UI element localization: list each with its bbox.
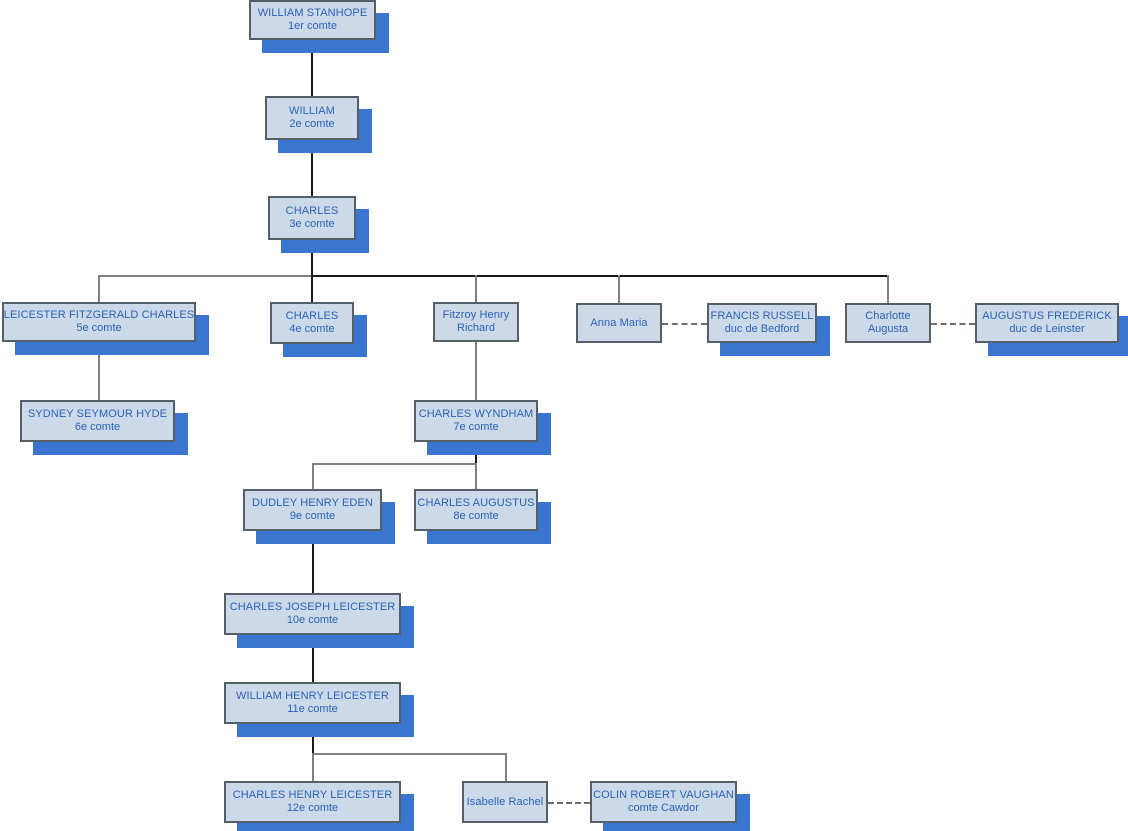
drop-to-5e-comte — [98, 275, 100, 302]
person-node-10e-comte[interactable]: CHARLES JOSEPH LEICESTER 10e comte — [224, 593, 401, 635]
person-name: Charlotte — [865, 310, 911, 323]
person-name: DUDLEY HENRY EDEN — [252, 497, 373, 510]
connector-1er-to-2e — [311, 40, 313, 96]
person-name: CHARLES HENRY LEICESTER — [232, 789, 393, 802]
person-node-francis-russell[interactable]: FRANCIS RUSSELL duc de Bedford — [707, 303, 817, 343]
person-name: WILLIAM — [289, 105, 335, 118]
drop-to-9e-comte — [312, 463, 314, 489]
person-name: Fitzroy Henry — [442, 309, 510, 322]
person-name: Isabelle Rachel — [466, 795, 544, 808]
person-title: 7e comte — [453, 421, 499, 433]
marriage-link-isabelle-colin — [548, 802, 590, 804]
person-node-7e-comte[interactable]: CHARLES WYNDHAM 7e comte — [414, 400, 538, 442]
person-node-fitzroy-henry-richard[interactable]: Fitzroy Henry Richard — [433, 302, 519, 342]
person-node-2e-comte[interactable]: WILLIAM 2e comte — [265, 96, 359, 140]
sibling-bus-row9 — [312, 753, 507, 755]
person-node-1er-comte[interactable]: WILLIAM STANHOPE 1er comte — [249, 0, 376, 40]
person-node-3e-comte[interactable]: CHARLES 3e comte — [268, 196, 356, 240]
person-name: CHARLES JOSEPH LEICESTER — [229, 601, 396, 614]
sibling-bus-row4-right — [311, 275, 887, 277]
person-title: 3e comte — [289, 218, 335, 230]
drop-to-8e-comte — [475, 463, 477, 489]
drop-to-12e-comte — [312, 753, 314, 781]
person-name: SYDNEY SEYMOUR HYDE — [27, 408, 168, 421]
person-name: WILLIAM HENRY LEICESTER — [236, 690, 389, 703]
connector-9e-to-10e — [312, 531, 314, 593]
person-name: CHARLES WYNDHAM — [418, 408, 534, 421]
person-name: LEICESTER FITZGERALD CHARLES — [3, 309, 195, 322]
person-name: CHARLES AUGUSTUS — [417, 497, 535, 510]
person-node-4e-comte[interactable]: CHARLES 4e comte — [270, 302, 354, 344]
drop-to-charlotte-augusta — [887, 275, 889, 303]
person-node-8e-comte[interactable]: CHARLES AUGUSTUS 8e comte — [414, 489, 538, 531]
person-title: 2e comte — [289, 118, 335, 130]
person-name: FRANCIS RUSSELL — [710, 310, 814, 323]
connector-11e-down — [312, 724, 314, 754]
connector-fitzroy-to-7e — [475, 342, 477, 400]
marriage-link-charlotte-augustus — [931, 323, 975, 325]
connector-2e-to-3e — [311, 140, 313, 196]
drop-to-anna-maria — [618, 275, 620, 303]
person-name: AUGUSTUS FREDERICK — [982, 310, 1112, 323]
connector-3e-down — [311, 240, 313, 276]
person-name: WILLIAM STANHOPE — [257, 7, 368, 20]
person-title: 12e comte — [286, 802, 339, 814]
person-title: 4e comte — [289, 323, 335, 335]
person-node-5e-comte[interactable]: LEICESTER FITZGERALD CHARLES 5e comte — [2, 302, 196, 342]
person-title: 6e comte — [74, 421, 121, 433]
person-name: CHARLES — [285, 205, 339, 218]
person-node-anna-maria[interactable]: Anna Maria — [576, 303, 662, 343]
marriage-link-anna-francis — [662, 323, 707, 325]
person-node-charlotte-augusta[interactable]: Charlotte Augusta — [845, 303, 931, 343]
person-node-6e-comte[interactable]: SYDNEY SEYMOUR HYDE 6e comte — [20, 400, 175, 442]
person-node-augustus-frederick[interactable]: AUGUSTUS FREDERICK duc de Leinster — [975, 303, 1119, 343]
person-node-9e-comte[interactable]: DUDLEY HENRY EDEN 9e comte — [243, 489, 382, 531]
person-node-colin-robert-vaughan[interactable]: COLIN ROBERT VAUGHAN comte Cawdor — [590, 781, 737, 823]
person-title: 11e comte — [287, 703, 338, 715]
person-title: 1er comte — [288, 20, 337, 32]
person-title: Augusta — [867, 323, 909, 335]
person-title: duc de Leinster — [1009, 323, 1085, 335]
person-node-12e-comte[interactable]: CHARLES HENRY LEICESTER 12e comte — [224, 781, 401, 823]
person-title: Richard — [457, 322, 495, 334]
person-name: Anna Maria — [590, 316, 648, 329]
person-title: 5e comte — [76, 322, 122, 334]
person-title: comte Cawdor — [628, 802, 699, 814]
person-title: duc de Bedford — [724, 323, 800, 335]
connector-10e-to-11e — [312, 635, 314, 682]
person-title: 9e comte — [289, 510, 336, 522]
drop-to-4e-comte — [311, 275, 313, 302]
person-node-11e-comte[interactable]: WILLIAM HENRY LEICESTER 11e comte — [224, 682, 401, 724]
drop-to-isabelle-rachel — [505, 753, 507, 781]
person-name: CHARLES — [285, 310, 339, 323]
person-title: 8e comte — [453, 510, 499, 522]
person-node-isabelle-rachel[interactable]: Isabelle Rachel — [462, 781, 548, 823]
sibling-bus-row6 — [312, 463, 476, 465]
drop-to-fitzroy — [475, 275, 477, 302]
connector-5e-to-6e — [98, 342, 100, 400]
sibling-bus-row4-left — [98, 275, 313, 277]
person-title: 10e comte — [286, 614, 339, 626]
person-name: COLIN ROBERT VAUGHAN — [593, 789, 734, 802]
